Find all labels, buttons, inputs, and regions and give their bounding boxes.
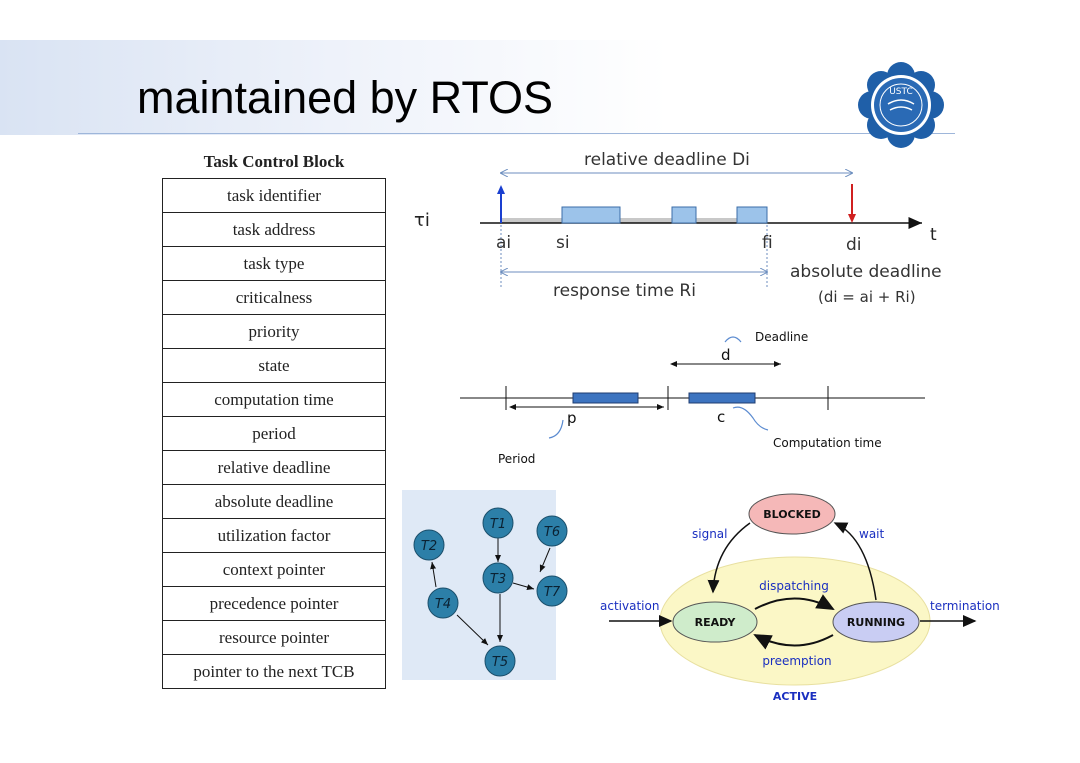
axis-t-label: t [930, 225, 937, 245]
execution-block [736, 206, 768, 224]
node-label: T1 [490, 517, 506, 532]
wait-label: wait [859, 527, 885, 541]
active-label: ACTIVE [773, 690, 817, 703]
tcb-field: period [163, 417, 385, 451]
relative-deadline-label: relative deadline Di [584, 150, 750, 170]
periodic-d-label: d [721, 346, 731, 364]
tcb-field: pointer to the next TCB [193, 662, 355, 681]
preemption-label: preemption [762, 654, 831, 668]
tcb-field: absolute deadline [163, 485, 385, 519]
dispatching-label: dispatching [759, 579, 829, 593]
precedence-graph: T1 T2 T3 T4 T5 T6 T7 [413, 507, 568, 677]
tcb-field: resource pointer [163, 621, 385, 655]
tcb-field: task identifier [163, 179, 385, 213]
s-label: si [556, 233, 570, 253]
tcb-field: context pointer [163, 553, 385, 587]
ustc-logo-icon: USTC [858, 62, 944, 148]
node-label: T7 [544, 585, 561, 600]
periodic-task-diagram: Deadline d p c Period Computation time [460, 330, 925, 466]
response-time-label: response time Ri [553, 281, 696, 301]
node-label: T6 [544, 525, 560, 540]
tcb-field: task type [163, 247, 385, 281]
tcb-title: Task Control Block [203, 152, 345, 171]
logo-text: USTC [889, 87, 913, 97]
task-node-t3 [482, 562, 514, 594]
f-label: fi [762, 233, 773, 253]
running-label: RUNNING [847, 616, 905, 629]
execution-block [561, 206, 621, 224]
timing-diagram: relative deadline Di τi t ai si fi di re… [414, 150, 942, 306]
ready-label: READY [695, 616, 737, 629]
periodic-c-label: c [717, 408, 725, 426]
periodic-job-block [688, 392, 756, 404]
state-ready [672, 601, 758, 643]
tcb-field: utilization factor [163, 519, 385, 553]
signal-label: signal [692, 527, 728, 541]
node-label: T3 [490, 572, 506, 587]
title-bar [0, 40, 955, 135]
node-label: T5 [492, 655, 508, 670]
node-label: T2 [421, 539, 437, 554]
task-node-t4 [427, 587, 459, 619]
activation-label: activation [600, 599, 659, 613]
task-label: τi [414, 210, 430, 231]
period-text: Period [498, 452, 535, 466]
slide-title: maintained by RTOS [137, 72, 554, 123]
absolute-deadline-formula: (di = ai + Ri) [818, 288, 916, 306]
tcb-field: relative deadline [163, 451, 385, 485]
termination-label: termination [930, 599, 1000, 613]
absolute-deadline-label: absolute deadline [790, 262, 942, 282]
title-divider [78, 133, 955, 134]
task-state-diagram: ACTIVE activation termination signal wai… [600, 493, 1000, 703]
computation-time-text: Computation time [773, 436, 882, 450]
tcb-field: priority [163, 315, 385, 349]
task-node-t1 [482, 507, 514, 539]
execution-block [671, 206, 697, 224]
task-span-bar [501, 218, 767, 223]
task-node-t5 [484, 645, 516, 677]
d-label: di [846, 235, 862, 255]
deadline-text: Deadline [755, 330, 808, 344]
task-node-t7 [536, 575, 568, 607]
tcb-field: task address [163, 213, 385, 247]
state-running [832, 601, 920, 643]
task-node-t2 [413, 529, 445, 561]
state-blocked [748, 493, 836, 535]
a-label: ai [496, 233, 511, 253]
tcb-field: computation time [163, 383, 385, 417]
deadline-pointer [724, 336, 742, 343]
tcb-table: task identifier task address task type c… [162, 178, 386, 689]
periodic-job-block [572, 392, 639, 404]
task-node-t6 [536, 515, 568, 547]
periodic-p-label: p [567, 409, 577, 427]
tcb-field: precedence pointer [163, 587, 385, 621]
tcb-field: criticalness [163, 281, 385, 315]
node-label: T4 [435, 597, 451, 612]
tcb-field: state [163, 349, 385, 383]
blocked-label: BLOCKED [763, 508, 821, 521]
